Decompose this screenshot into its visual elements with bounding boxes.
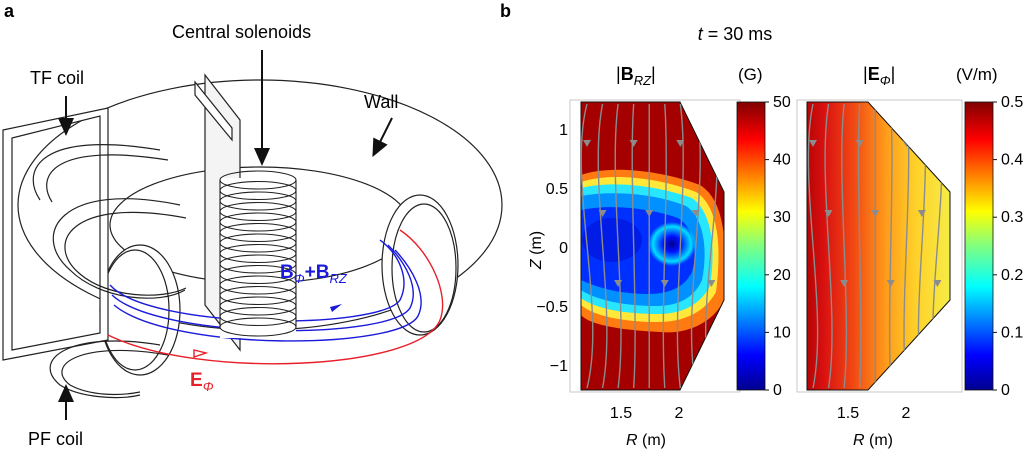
label-wall: Wall <box>364 92 398 112</box>
streamline-arrow <box>886 280 895 287</box>
panel-b-label: b <box>500 1 511 21</box>
y-axis-label: Z (m) <box>528 231 545 270</box>
streamline-arrow <box>809 140 817 147</box>
e-field-line <box>107 229 444 365</box>
streamline <box>662 103 667 389</box>
colorbar-tick-label: 0.1 <box>1001 324 1023 341</box>
y-tick-label: 1 <box>559 122 568 139</box>
streamline-arrow <box>676 140 685 147</box>
streamline-arrow <box>917 210 926 217</box>
streamline-arrow <box>933 280 942 287</box>
x-tick-label: 2 <box>902 405 911 422</box>
y-axis-ticks: 1 0.5 0 −0.5 −1 <box>536 122 568 375</box>
e-colorbar-ticks: 0.5 0.4 0.3 0.2 0.1 0 <box>993 94 1023 399</box>
x-axis-label-right: R (m) <box>853 432 893 449</box>
streamline <box>676 103 684 389</box>
streamline-arrow <box>691 210 700 217</box>
streamline-arrow <box>707 280 716 287</box>
streamline-arrow <box>824 210 833 217</box>
b-colorbar <box>736 101 766 391</box>
panel-a-label: a <box>4 1 15 21</box>
colorbar-tick-label: 40 <box>773 152 791 169</box>
time-label-rest: = 30 ms <box>703 24 773 44</box>
streamline <box>857 103 862 389</box>
colorbar-tick-label: 20 <box>773 267 791 284</box>
label-b-field: BΦ+BRZ <box>280 262 348 286</box>
streamline-arrow <box>645 210 654 217</box>
x-tick-label: 2 <box>675 405 684 422</box>
streamline <box>614 103 622 389</box>
streamline-arrow <box>840 280 849 287</box>
e-colorbar <box>964 101 994 391</box>
time-label: t = 30 ms <box>698 24 773 44</box>
streamline-arrow <box>629 140 638 147</box>
streamline-arrow <box>855 140 864 147</box>
panel-b: b t = 30 ms |BRZ| (G) |EΦ| (V/m) <box>500 1 1023 449</box>
right-plot-title: |EΦ| <box>863 64 895 88</box>
label-e-field: EΦ <box>190 370 214 394</box>
y-tick-label: 0 <box>559 240 568 257</box>
colorbar-tick-label: 0.3 <box>1001 209 1023 226</box>
streamline <box>597 103 608 389</box>
streamline-arrow <box>614 280 623 287</box>
label-central-solenoids: Central solenoids <box>172 22 311 42</box>
colorbar-tick-label: 0.2 <box>1001 267 1023 284</box>
streamline-arrow <box>660 280 669 287</box>
x-axis-label-left: R (m) <box>626 432 666 449</box>
y-tick-label: 0.5 <box>546 181 568 198</box>
colorbar-tick-label: 0.5 <box>1001 94 1023 111</box>
panel-a: a <box>2 1 503 449</box>
streamline-arrow <box>871 210 880 217</box>
colorbar-tick-label: 0 <box>1001 382 1010 399</box>
streamline <box>888 103 893 389</box>
pf-coils <box>32 144 187 399</box>
streamline <box>841 103 848 389</box>
colorbar-tick-label: 0 <box>773 382 782 399</box>
y-tick-label: −1 <box>550 358 568 375</box>
left-plot-unit: (G) <box>738 65 763 84</box>
b-field-map <box>569 99 741 393</box>
label-pf-coil: PF coil <box>28 429 83 449</box>
streamline <box>581 103 594 389</box>
colorbar-tick-label: 0.4 <box>1001 152 1023 169</box>
colorbar-tick-label: 30 <box>773 209 791 226</box>
b-colorbar-ticks: 50 40 30 20 10 0 <box>765 94 791 399</box>
b-field-lines <box>109 239 422 342</box>
vessel-cross-section-right <box>381 194 459 336</box>
streamline <box>631 103 636 389</box>
colorbar-tick-label: 50 <box>773 94 791 111</box>
streamline <box>824 103 833 389</box>
left-plot-title: |BRZ| <box>616 64 656 88</box>
x-tick-label: 1.5 <box>837 405 859 422</box>
streamline <box>807 103 819 389</box>
streamline-arrow <box>598 210 607 217</box>
streamline-arrow <box>583 140 591 147</box>
arrow-wall <box>372 117 393 158</box>
colorbar-tick-label: 10 <box>773 324 791 341</box>
right-plot-unit: (V/m) <box>956 65 998 84</box>
x-tick-label: 1.5 <box>610 405 632 422</box>
central-solenoid-rings <box>219 170 297 337</box>
e-field-map <box>796 99 963 393</box>
y-tick-label: −0.5 <box>536 299 568 316</box>
label-tf-coil: TF coil <box>30 68 84 88</box>
